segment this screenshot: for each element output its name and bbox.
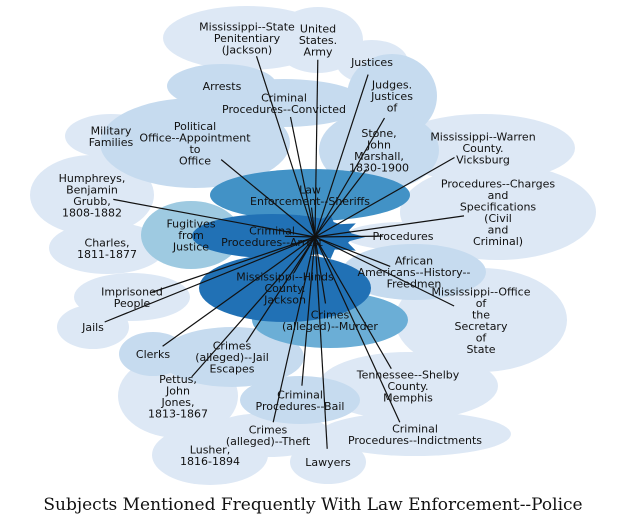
edge-n6 <box>289 116 316 238</box>
edge-n24 <box>162 236 316 347</box>
node-label-n32: Lawyers <box>305 456 351 469</box>
edge-n17 <box>314 235 383 238</box>
edge-n18 <box>314 236 391 267</box>
bubble-n11 <box>30 155 154 235</box>
edge-n21 <box>314 236 455 307</box>
edge-n16 <box>284 235 316 238</box>
bubble-n32 <box>290 440 366 484</box>
edge-n11 <box>113 198 316 238</box>
edge-n28 <box>301 236 316 386</box>
bubble-n12 <box>210 169 410 221</box>
node-label-n17: Procedures <box>373 230 434 243</box>
bubble-n27 <box>318 352 498 420</box>
node-label-n14: Charles,1811-1877 <box>77 236 137 260</box>
bubble-n18 <box>342 244 486 300</box>
edge-n22 <box>314 236 327 304</box>
edge-layer <box>104 56 465 449</box>
edge-n20 <box>151 236 316 294</box>
edge-n30 <box>272 236 316 423</box>
bubble-n31 <box>319 412 511 456</box>
edge-n10 <box>314 156 455 238</box>
edge-n2 <box>314 59 319 238</box>
node-label-n22: Crimes(alleged)--Murder <box>282 308 378 333</box>
node-label-n5: Arrests <box>203 80 242 93</box>
bubble-n28 <box>240 376 360 424</box>
edge-n32 <box>314 236 328 449</box>
edge-n31 <box>314 236 401 423</box>
edge-n4 <box>314 117 386 238</box>
edge-n12 <box>310 207 316 238</box>
node-label-n24: Clerks <box>136 348 170 361</box>
diagram-title: Subjects Mentioned Frequently With Law E… <box>43 495 582 515</box>
bubble-n9 <box>319 110 439 190</box>
bubble-n10 <box>391 114 575 182</box>
node-label-n23: Jails <box>81 321 104 334</box>
node-label-n3: Justices <box>350 56 393 69</box>
edge-n27 <box>314 236 392 370</box>
bubble-layer <box>30 6 596 485</box>
bubble-n8 <box>100 98 290 188</box>
node-label-n29: Lusher,1816-1894 <box>180 443 240 468</box>
node-label-n30: Crimes(alleged)--Theft <box>226 423 311 448</box>
edge-n8 <box>220 159 316 238</box>
edge-n13 <box>314 215 465 238</box>
edge-n26 <box>191 236 316 378</box>
edge-n3 <box>314 74 369 238</box>
edge-n1 <box>255 56 316 238</box>
edge-n9 <box>314 168 368 238</box>
bubble-n19 <box>199 254 371 322</box>
bubble-n14 <box>49 222 165 274</box>
edge-n25 <box>245 236 316 343</box>
bubble-n23 <box>57 305 129 349</box>
edge-n23 <box>104 236 316 323</box>
